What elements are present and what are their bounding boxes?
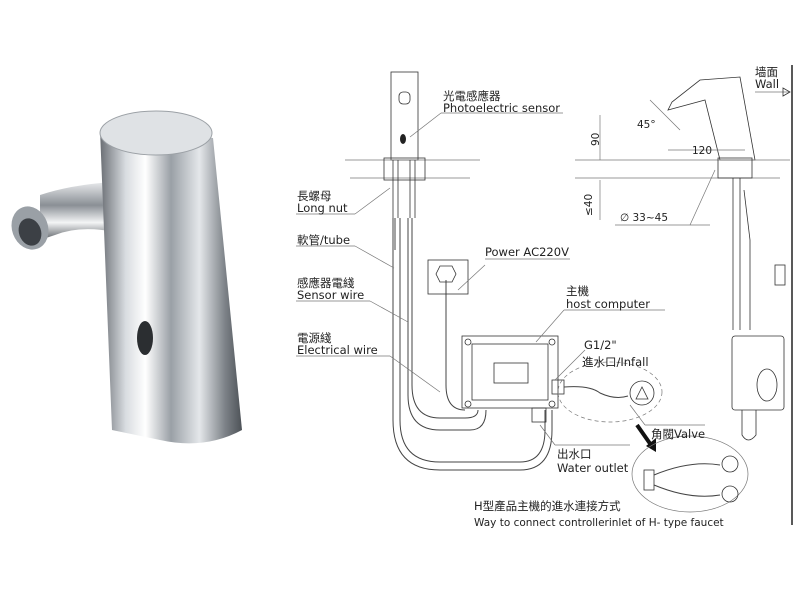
host-label-en: host computer [566,297,650,311]
angle-dimension: 45° [637,119,656,131]
sensor-label-en: Photoelectric sensor [443,101,560,115]
tube-label: 軟管/tube [297,233,350,247]
faucet-photo [11,110,242,444]
long-nut-label-cn: 長螺母 [297,189,332,203]
outlet-label-cn: 出水口 [557,447,592,461]
reach-dimension: 120 [692,145,712,157]
thread-label: G1/2" [584,338,617,352]
electrical-wire-label-cn: 電源綫 [297,331,332,345]
valve-label: 角閥Valve [651,427,705,441]
front-view-drawing [296,71,749,513]
h-type-caption-en: Way to connect controllerinlet of H- typ… [474,517,724,529]
h-type-caption-cn: H型產品主機的進水連接方式 [474,499,621,513]
long-nut-label-en: Long nut [297,201,348,215]
thickness-dimension: ≤40 [583,194,595,216]
sensor-label-cn: 光電感應器 [443,89,501,103]
sensor-wire-label-en: Sensor wire [297,288,364,302]
wall-label-cn: 墙面 [755,65,778,79]
sensor-window [137,321,153,355]
power-label: Power AC220V [485,245,569,259]
infall-label: 進水口/Infall [582,355,649,369]
host-label-cn: 主機 [566,284,589,298]
outlet-label-en: Water outlet [557,461,629,475]
hole-diameter-dimension: ∅ 33~45 [620,212,668,224]
electrical-wire-label-en: Electrical wire [297,343,378,357]
height-dimension: 90 [590,133,602,146]
sensor-wire-label-cn: 感應器電綫 [297,276,355,290]
side-view-drawing [575,65,793,525]
wall-label-en: Wall [755,77,779,91]
